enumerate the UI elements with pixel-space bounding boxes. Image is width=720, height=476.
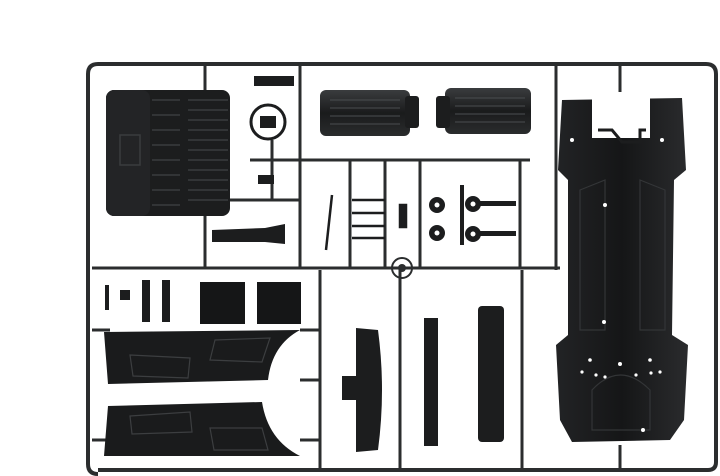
gate-hub bbox=[391, 257, 413, 279]
small-parts-row bbox=[105, 280, 170, 322]
front-seat-left bbox=[320, 90, 419, 136]
square-panel-right bbox=[257, 282, 301, 324]
door-panel-top bbox=[104, 330, 300, 384]
floor-pan bbox=[556, 98, 688, 442]
inner-runners bbox=[92, 66, 622, 470]
side-trim-wide bbox=[478, 306, 504, 442]
suspension-parts bbox=[429, 185, 516, 245]
center-console bbox=[212, 224, 285, 244]
side-trim-narrow bbox=[424, 318, 438, 446]
dashboard bbox=[342, 328, 382, 452]
steering-wheel bbox=[249, 76, 294, 184]
floor-pan-holes bbox=[570, 138, 664, 432]
pedal-assembly bbox=[324, 194, 408, 251]
square-panel-left bbox=[200, 282, 245, 324]
front-seat-right bbox=[436, 88, 531, 134]
outer-runner-frame bbox=[86, 62, 718, 476]
door-panel-bottom bbox=[104, 402, 300, 456]
rear-bench-seat bbox=[106, 90, 230, 216]
